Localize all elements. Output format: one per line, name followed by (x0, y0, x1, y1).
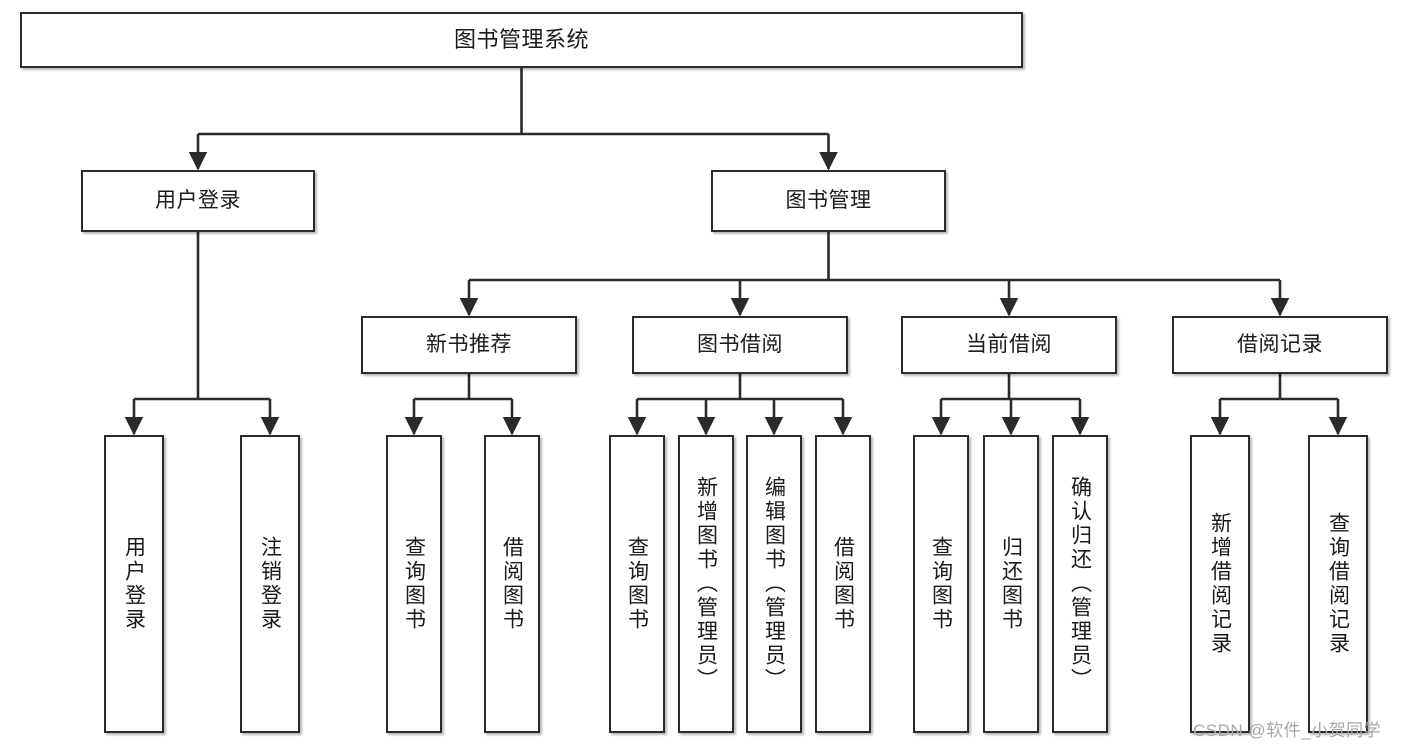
node-leaf-query-book-3[interactable]: 查询图书 (913, 435, 969, 733)
node-label: 新书推荐 (426, 333, 512, 357)
node-label: 新增图书（管理员） (694, 476, 718, 692)
node-leaf-borrow-book-2[interactable]: 借阅图书 (815, 435, 871, 733)
node-label: 图书借阅 (697, 333, 783, 357)
node-label: 查询图书 (929, 536, 953, 632)
node-root[interactable]: 图书管理系统 (20, 12, 1023, 68)
node-label: 当前借阅 (966, 333, 1052, 357)
node-leaf-edit-book[interactable]: 编辑图书（管理员） (746, 435, 802, 733)
node-leaf-add-book[interactable]: 新增图书（管理员） (678, 435, 734, 733)
node-label: 图书管理 (785, 189, 872, 213)
node-leaf-query-book-2[interactable]: 查询图书 (609, 435, 665, 733)
node-label: 图书管理系统 (453, 26, 589, 52)
node-label: 用户登录 (122, 536, 146, 632)
node-book-manage[interactable]: 图书管理 (711, 170, 946, 232)
node-label: 确认归还（管理员） (1068, 476, 1092, 692)
node-leaf-query-book-1[interactable]: 查询图书 (386, 435, 442, 733)
node-label: 借阅图书 (831, 536, 855, 632)
node-label: 新增借阅记录 (1208, 512, 1232, 656)
node-leaf-confirm-ret[interactable]: 确认归还（管理员） (1052, 435, 1108, 733)
node-label: 用户登录 (155, 189, 241, 213)
node-label: 查询图书 (402, 536, 426, 632)
node-label: 借阅记录 (1237, 333, 1323, 357)
node-leaf-add-record[interactable]: 新增借阅记录 (1190, 435, 1250, 733)
node-label: 归还图书 (999, 536, 1023, 632)
node-label: 借阅图书 (500, 536, 524, 632)
node-label: 查询借阅记录 (1326, 512, 1350, 656)
node-leaf-user-logout[interactable]: 注销登录 (240, 435, 300, 733)
node-label: 查询图书 (625, 536, 649, 632)
node-label: 编辑图书（管理员） (762, 476, 786, 692)
node-current-borrow[interactable]: 当前借阅 (901, 316, 1117, 374)
node-book-borrow[interactable]: 图书借阅 (632, 316, 848, 374)
node-leaf-user-login[interactable]: 用户登录 (104, 435, 164, 733)
node-leaf-borrow-book-1[interactable]: 借阅图书 (484, 435, 540, 733)
node-user-login[interactable]: 用户登录 (81, 170, 315, 232)
node-label: 注销登录 (258, 536, 282, 632)
node-leaf-return-book[interactable]: 归还图书 (983, 435, 1039, 733)
node-leaf-query-record[interactable]: 查询借阅记录 (1308, 435, 1368, 733)
node-new-book-rec[interactable]: 新书推荐 (361, 316, 577, 374)
node-borrow-record[interactable]: 借阅记录 (1172, 316, 1388, 374)
